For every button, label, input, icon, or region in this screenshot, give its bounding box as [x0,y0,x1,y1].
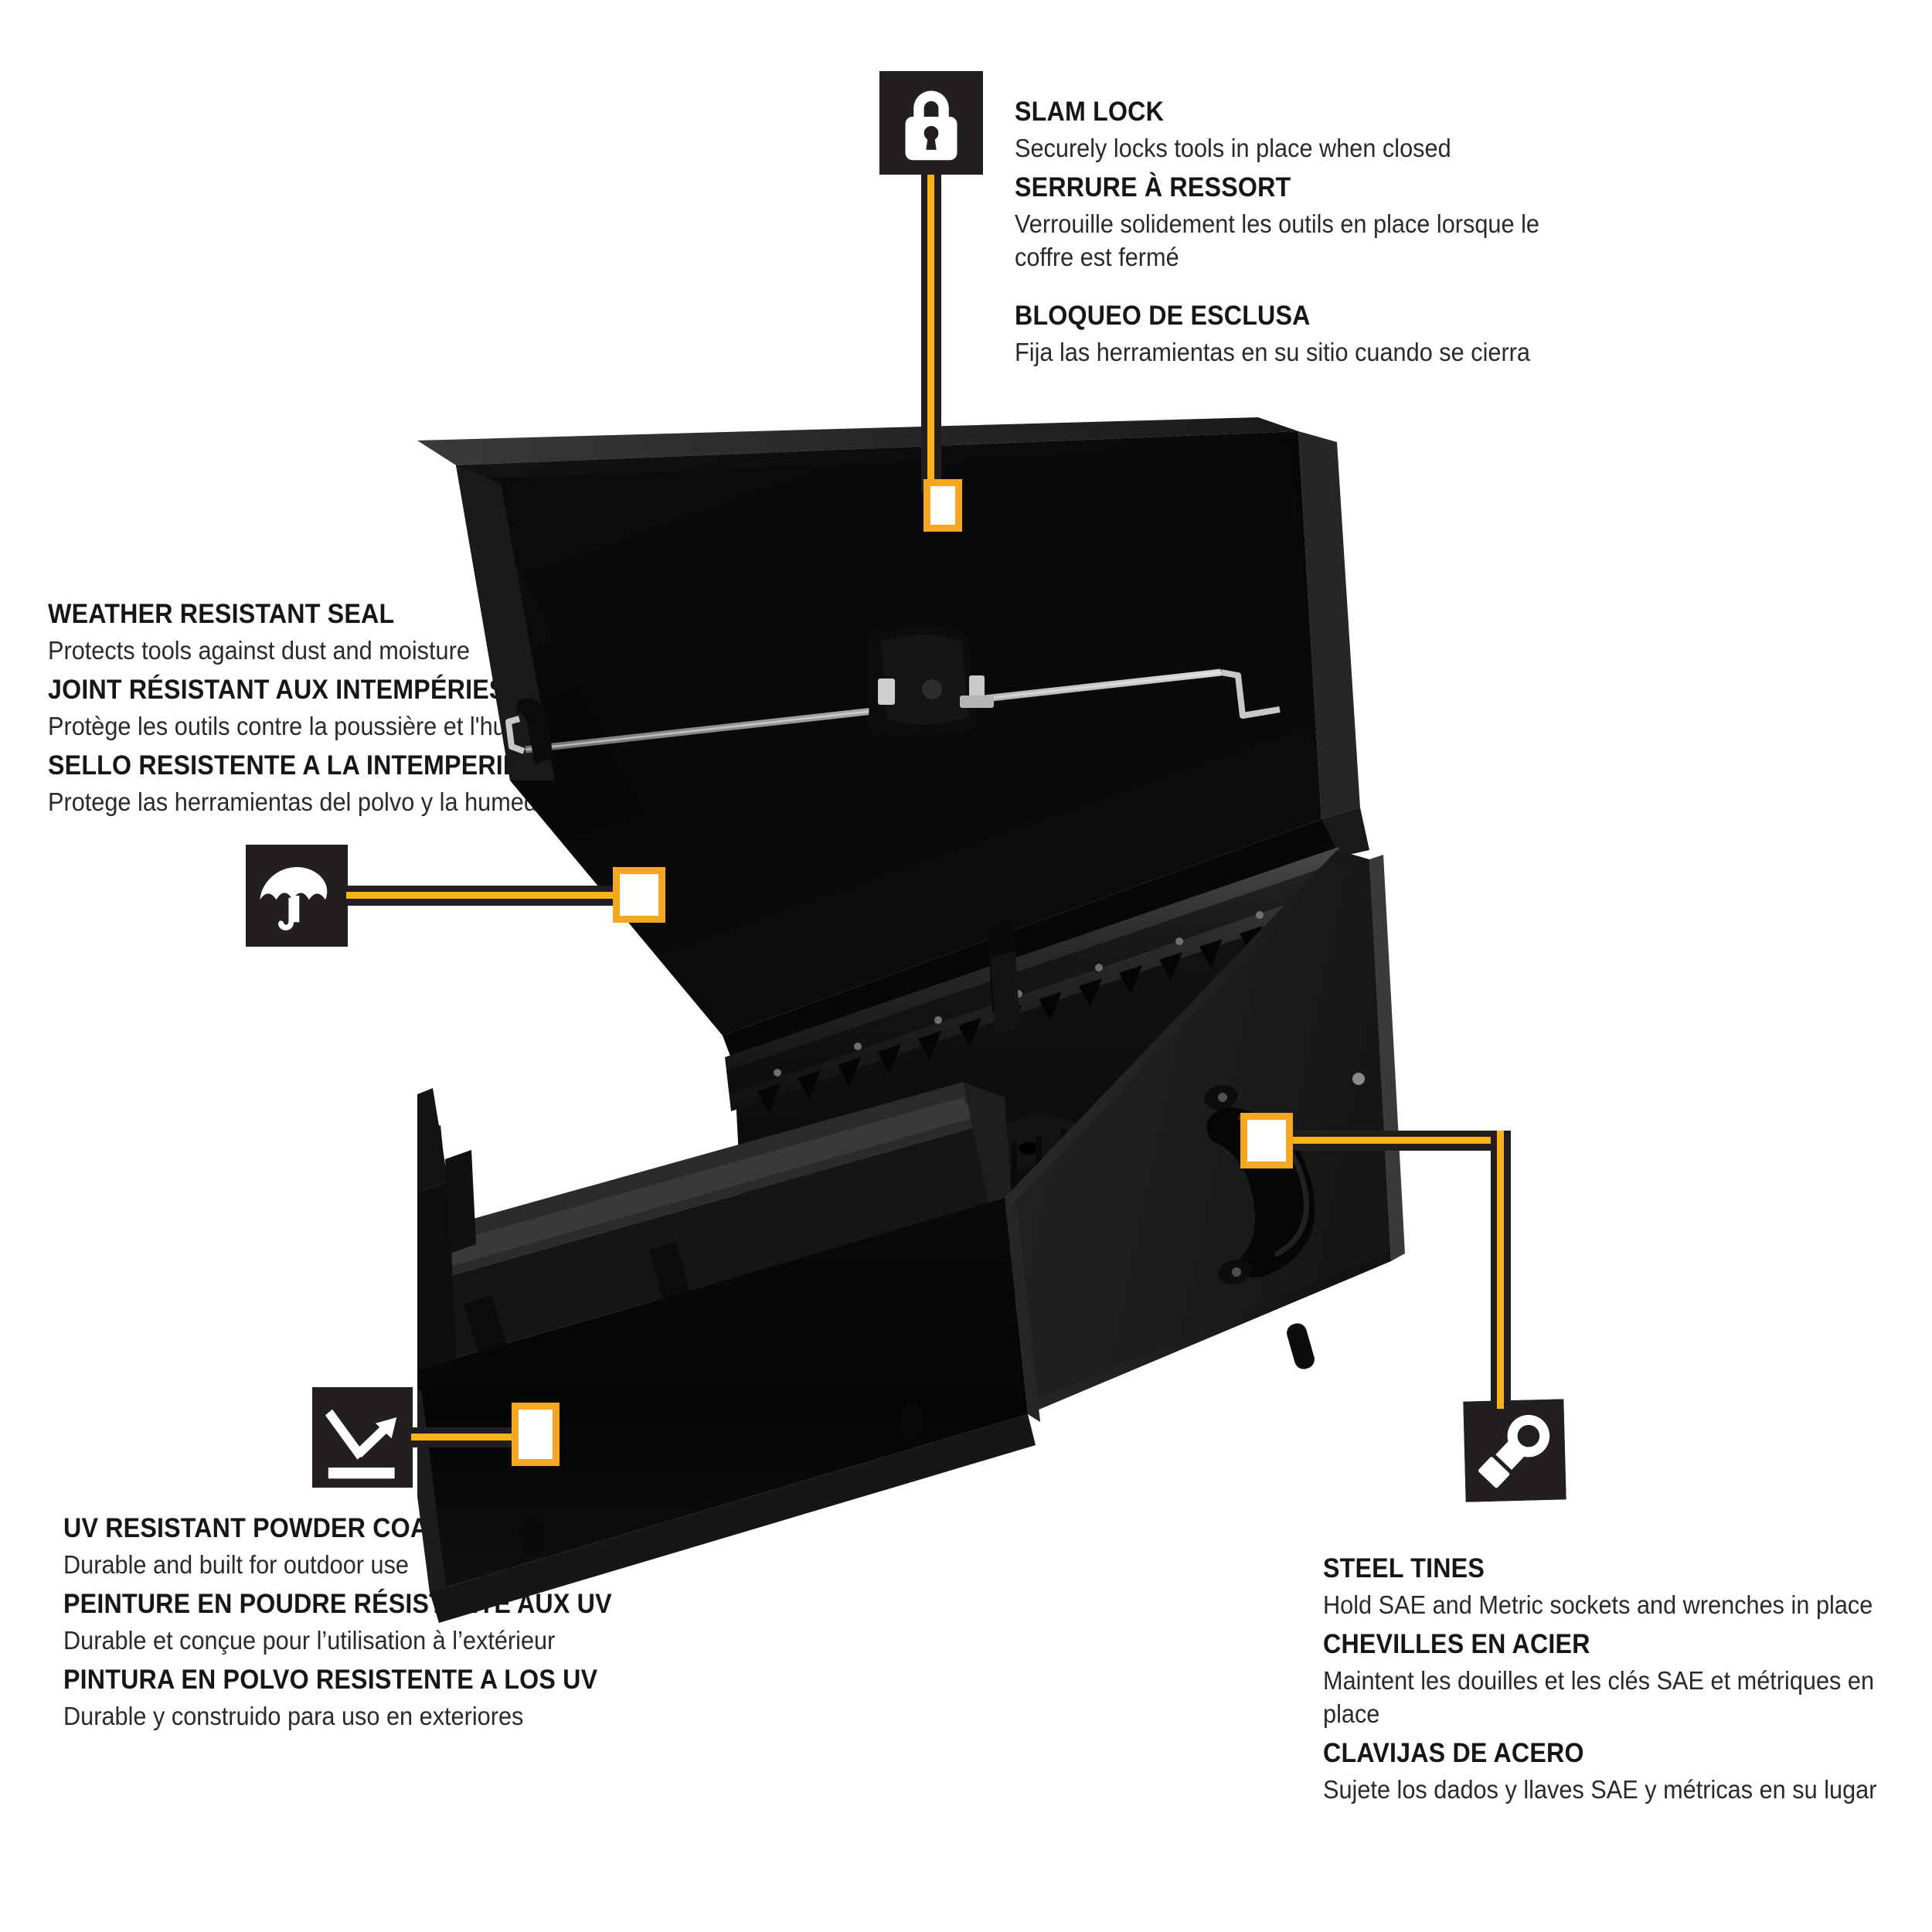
callout-weather-resistant-seal: WEATHER RESISTANT SEAL Protects tools ag… [48,599,666,819]
callout-desc-fr: Durable et conçue pour l’utilisation à l… [63,1626,556,1655]
callout-desc-en: Securely locks tools in place when close… [1015,134,1451,163]
connector-line-weather-seal [346,886,618,906]
callout-title-es: SELLO RESISTENTE A LA INTEMPERIE [48,750,520,781]
connector-line-steel-tines-vertical [1491,1131,1511,1409]
callout-desc-fr: Verrouille solidement les outils en plac… [1015,209,1539,272]
callout-title-en: SLAM LOCK [1015,97,1165,127]
callout-title-es: CLAVIJAS DE ACERO [1323,1738,1584,1769]
callout-desc-en: Protects tools against dust and moisture [48,636,470,665]
callout-desc-fr: Maintent les douilles et les clés SAE et… [1323,1666,1875,1729]
callout-desc-es: Sujete los dados y llaves SAE y métricas… [1323,1775,1877,1804]
target-marker-steel-tines [1240,1113,1293,1168]
callout-steel-tines: STEEL TINES Hold SAE and Metric sockets … [1323,1553,1926,1807]
callout-title-fr: JOINT RÉSISTANT AUX INTEMPÉRIES [48,675,506,706]
callout-desc-es: Durable y construido para uso en exterio… [63,1702,524,1731]
callout-title-fr: CHEVILLES EN ACIER [1323,1629,1590,1660]
callout-desc-es: Protege las herramientas del polvo y la … [48,787,564,817]
lock-icon [879,71,983,175]
connector-line-slam-lock [921,175,941,493]
target-marker-slam-lock [923,479,962,532]
callout-slam-lock: SLAM LOCK Securely locks tools in place … [1015,97,1625,369]
uv-ray-reflect-icon [312,1387,413,1488]
target-marker-weather-seal [613,867,665,923]
callout-desc-fr: Protège les outils contre la poussière e… [48,712,570,741]
callout-title-en: WEATHER RESISTANT SEAL [48,599,395,629]
product-image [417,417,1546,1623]
callout-desc-es: Fija las herramientas en su sitio cuando… [1015,338,1530,367]
target-marker-uv-paint [512,1403,560,1466]
callout-desc-en: Durable and built for outdoor use [63,1550,410,1580]
connector-line-steel-tines-horizontal [1287,1131,1511,1151]
callout-title-es: PINTURA EN POLVO RESISTENTE A LOS UV [63,1665,598,1696]
wrench-socket-icon [1463,1399,1566,1502]
callout-desc-en: Hold SAE and Metric sockets and wrenches… [1323,1590,1873,1620]
callout-title-es: BLOQUEO DE ESCLUSA [1015,301,1311,332]
callout-title-en: STEEL TINES [1323,1553,1485,1583]
callout-title-fr: SERRURE À RESSORT [1015,172,1291,203]
umbrella-icon [246,845,348,947]
